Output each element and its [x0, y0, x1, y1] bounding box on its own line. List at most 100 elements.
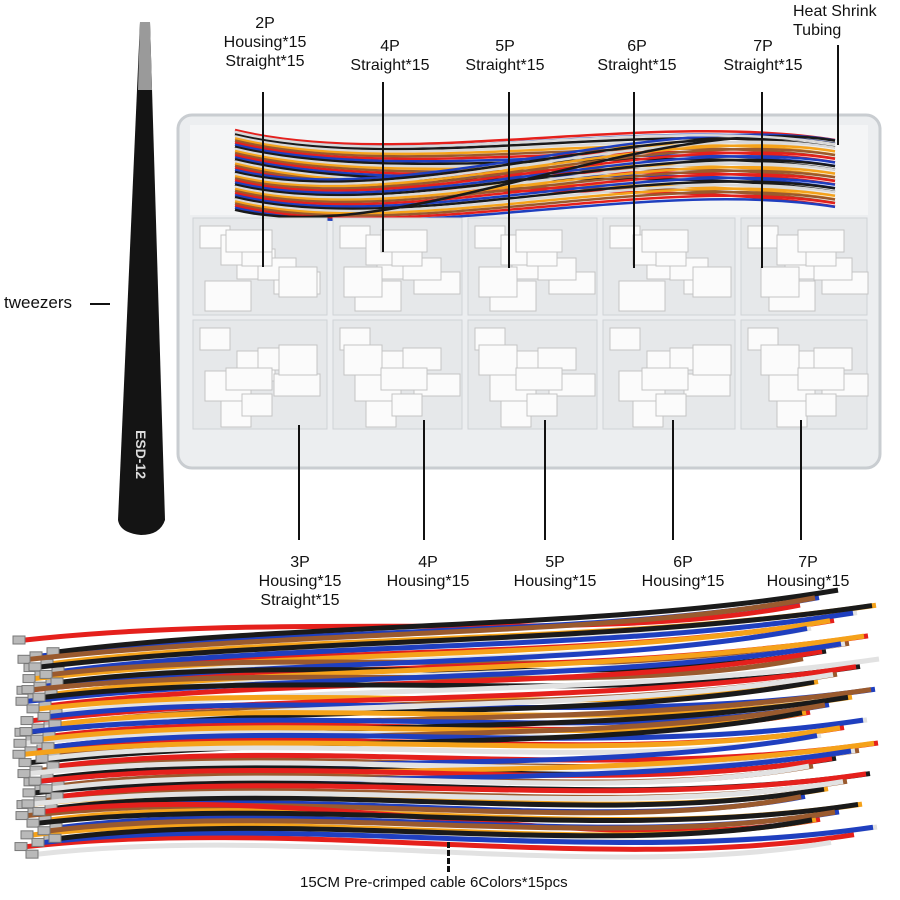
pointer-line — [447, 842, 450, 872]
cable-wire — [60, 817, 813, 841]
box-wire — [234, 140, 836, 186]
box-wire — [234, 162, 836, 199]
pointer-line — [800, 420, 802, 540]
label-7p-straight: 7P Straight*15 — [723, 37, 802, 75]
crimp-terminal — [20, 830, 34, 840]
label-line: 5P — [545, 554, 565, 571]
connector-housing — [500, 396, 532, 428]
label-line: Straight*15 — [723, 57, 803, 74]
connector-housing — [797, 367, 845, 391]
box-wire — [234, 144, 836, 188]
box-wire — [234, 176, 836, 208]
connector-housing — [683, 373, 731, 397]
crimp-terminal — [17, 769, 31, 779]
crimp-terminal — [12, 749, 26, 759]
crimp-terminal — [28, 662, 42, 672]
crimp-terminal — [31, 837, 45, 847]
crimp-terminal — [22, 788, 36, 798]
connector-housing — [241, 393, 273, 417]
pointer-line — [837, 45, 839, 145]
cable-wire — [53, 717, 864, 750]
box-wire — [234, 169, 836, 204]
crimp-terminal — [30, 734, 44, 744]
box-wire — [234, 155, 836, 195]
label-line: 2P — [255, 15, 275, 32]
connector-housing — [380, 229, 428, 253]
pointer-line — [90, 303, 110, 305]
cable-wire — [56, 633, 865, 697]
cable-wire — [61, 656, 880, 716]
label-line: Housing*15 — [641, 573, 725, 590]
label-line: 4P — [380, 38, 400, 55]
connector-housing — [655, 393, 687, 417]
crimp-terminal — [26, 704, 40, 714]
connector-housing — [797, 229, 845, 253]
organizer-box — [176, 113, 882, 470]
box-wire — [234, 147, 836, 190]
crimp-terminal — [37, 711, 51, 721]
connector-housing — [747, 225, 779, 249]
crimp-terminal — [20, 716, 34, 726]
crimp-terminal — [12, 635, 26, 645]
label-line: Tubing — [793, 22, 842, 39]
box-wire — [234, 187, 836, 215]
box-wire — [234, 165, 836, 201]
label-line: 6P — [627, 38, 647, 55]
connector-housing — [760, 266, 800, 298]
connector-housing — [805, 393, 837, 417]
connector-housing — [391, 393, 423, 417]
cable-wire — [62, 771, 867, 799]
label-2p-straight: 2P Housing*15 Straight*15 — [224, 14, 307, 71]
connector-housing — [813, 347, 853, 371]
label-5p-straight: 5P Straight*15 — [465, 37, 544, 75]
crimp-terminal — [25, 849, 39, 859]
cable-wire — [63, 610, 854, 674]
pointer-line — [423, 420, 425, 540]
connector-housing — [641, 229, 689, 253]
connector-housing — [278, 344, 318, 376]
label-line: 7P — [798, 554, 818, 571]
connector-housing — [225, 367, 273, 391]
label-line: Straight*15 — [597, 57, 677, 74]
pointer-line — [382, 82, 384, 252]
cable-wire — [51, 763, 810, 792]
cable-wire — [38, 801, 859, 826]
label-6p-straight: 6P Straight*15 — [597, 37, 676, 75]
box-wire — [234, 133, 836, 181]
crimp-terminal — [13, 738, 27, 748]
connector-housing — [273, 373, 321, 397]
crimp-terminal — [19, 727, 33, 737]
crimp-terminal — [22, 674, 36, 684]
box-wire — [234, 151, 836, 192]
pointer-line — [508, 92, 510, 268]
crimp-terminal — [35, 753, 49, 763]
box-wire — [234, 190, 836, 217]
tweezers-imprint: ESD-12 — [133, 430, 149, 479]
pointer-line — [761, 92, 763, 268]
connector-housing — [692, 266, 732, 298]
label-line: 3P — [290, 554, 310, 571]
crimp-terminal — [18, 758, 32, 768]
label-4p-straight: 4P Straight*15 — [350, 37, 429, 75]
label-line: Housing*15 — [258, 573, 342, 590]
connector-housing — [609, 327, 641, 351]
label-cable: 15CM Pre-crimped cable 6Colors*15pcs — [300, 873, 568, 892]
cable-wire — [24, 725, 841, 757]
label-line: 7P — [753, 38, 773, 55]
tweezers-image: ESD-12 — [118, 22, 165, 535]
cable-wire — [40, 755, 833, 784]
pointer-line — [544, 420, 546, 540]
connector-housing — [478, 344, 518, 376]
connector-housing — [225, 229, 273, 253]
box-wire — [234, 128, 836, 146]
crimp-terminal — [39, 784, 53, 794]
crimp-terminal — [15, 811, 29, 821]
crimp-terminal — [26, 818, 40, 828]
label-line: Housing*15 — [766, 573, 850, 590]
box-wire — [234, 130, 836, 148]
pointer-line — [262, 92, 264, 267]
pointer-line — [672, 420, 674, 540]
box-wire — [234, 172, 836, 206]
